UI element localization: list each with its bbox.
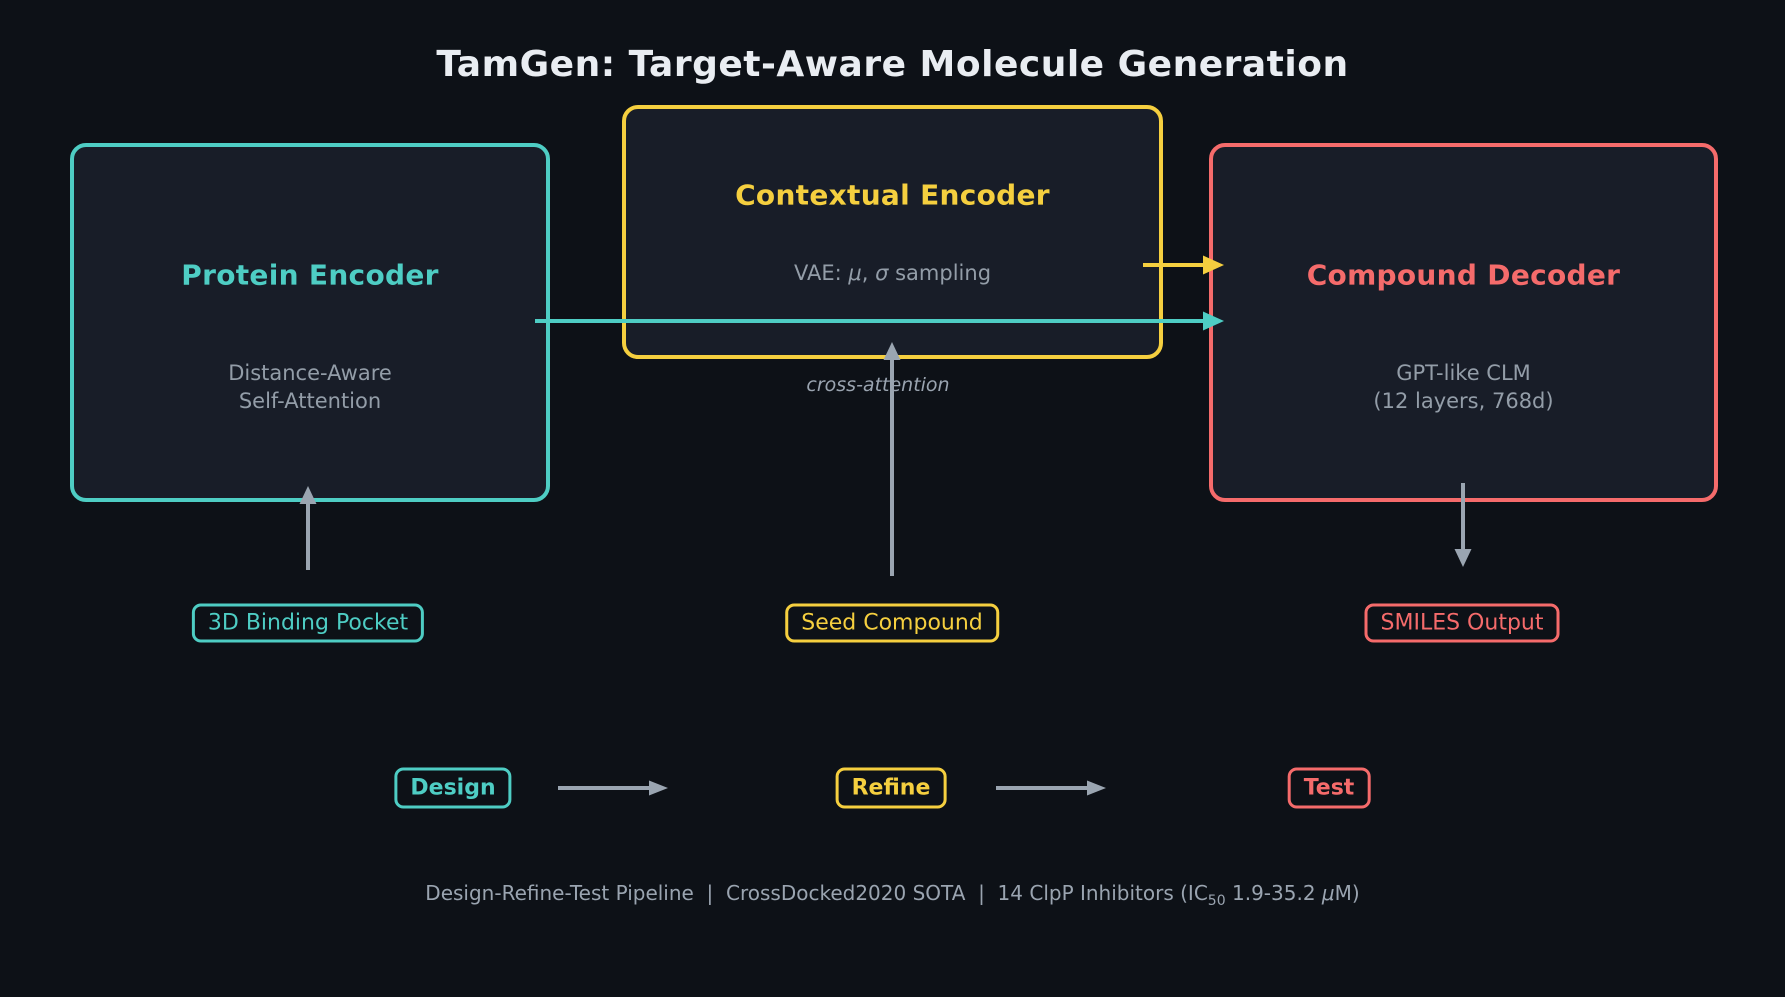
- mu-symbol: μ: [848, 260, 862, 285]
- caption-mid: 1.9-35.2: [1225, 881, 1322, 905]
- cross-attention-label: cross-attention: [806, 374, 950, 396]
- contextual-encoder-title: Contextual Encoder: [735, 178, 1050, 212]
- protein-encoder-title: Protein Encoder: [181, 258, 439, 292]
- seed-compound-chip: Seed Compound: [785, 603, 999, 643]
- caption-mu-symbol: μ: [1321, 881, 1335, 905]
- protein-encoder-subtitle: Distance-Aware Self-Attention: [74, 359, 546, 415]
- vae-prefix: VAE:: [793, 260, 849, 285]
- sigma-symbol: σ: [875, 260, 889, 285]
- contextual-encoder-box: Contextual Encoder VAE: μ, σ sampling: [622, 105, 1163, 359]
- compound-decoder-box: Compound Decoder GPT-like CLM (12 layers…: [1209, 143, 1718, 502]
- protein-encoder-box: Protein Encoder Distance-Aware Self-Atte…: [70, 143, 550, 502]
- pipeline-design-chip: Design: [394, 767, 512, 809]
- page-title: TamGen: Target-Aware Molecule Generation: [436, 44, 1349, 85]
- smiles-output-chip: SMILES Output: [1364, 603, 1560, 643]
- refine-to-test-arrow: [996, 780, 1106, 796]
- contextual-encoder-subtitle: VAE: μ, σ sampling: [626, 259, 1159, 287]
- footer-caption: Design-Refine-Test Pipeline | CrossDocke…: [0, 881, 1785, 909]
- vae-suffix: sampling: [888, 260, 992, 285]
- pipeline-test-chip: Test: [1287, 767, 1371, 809]
- protein-encoder-subtitle-line1: Distance-Aware: [228, 360, 392, 385]
- protein-encoder-subtitle-line2: Self-Attention: [238, 389, 382, 413]
- compound-decoder-title: Compound Decoder: [1306, 258, 1621, 292]
- vae-comma: ,: [861, 260, 876, 285]
- compound-decoder-subtitle-line1: GPT-like CLM: [1396, 360, 1531, 385]
- caption-ic50-subscript: 50: [1207, 893, 1226, 909]
- design-to-refine-arrow: [558, 780, 668, 796]
- compound-decoder-subtitle: GPT-like CLM (12 layers, 768d): [1213, 359, 1714, 415]
- compound-decoder-subtitle-line2: (12 layers, 768d): [1373, 389, 1554, 413]
- caption-tail: M): [1334, 881, 1360, 905]
- pipeline-refine-chip: Refine: [835, 767, 947, 809]
- caption-part1: Design-Refine-Test Pipeline | CrossDocke…: [425, 881, 1208, 905]
- binding-pocket-chip: 3D Binding Pocket: [191, 603, 425, 643]
